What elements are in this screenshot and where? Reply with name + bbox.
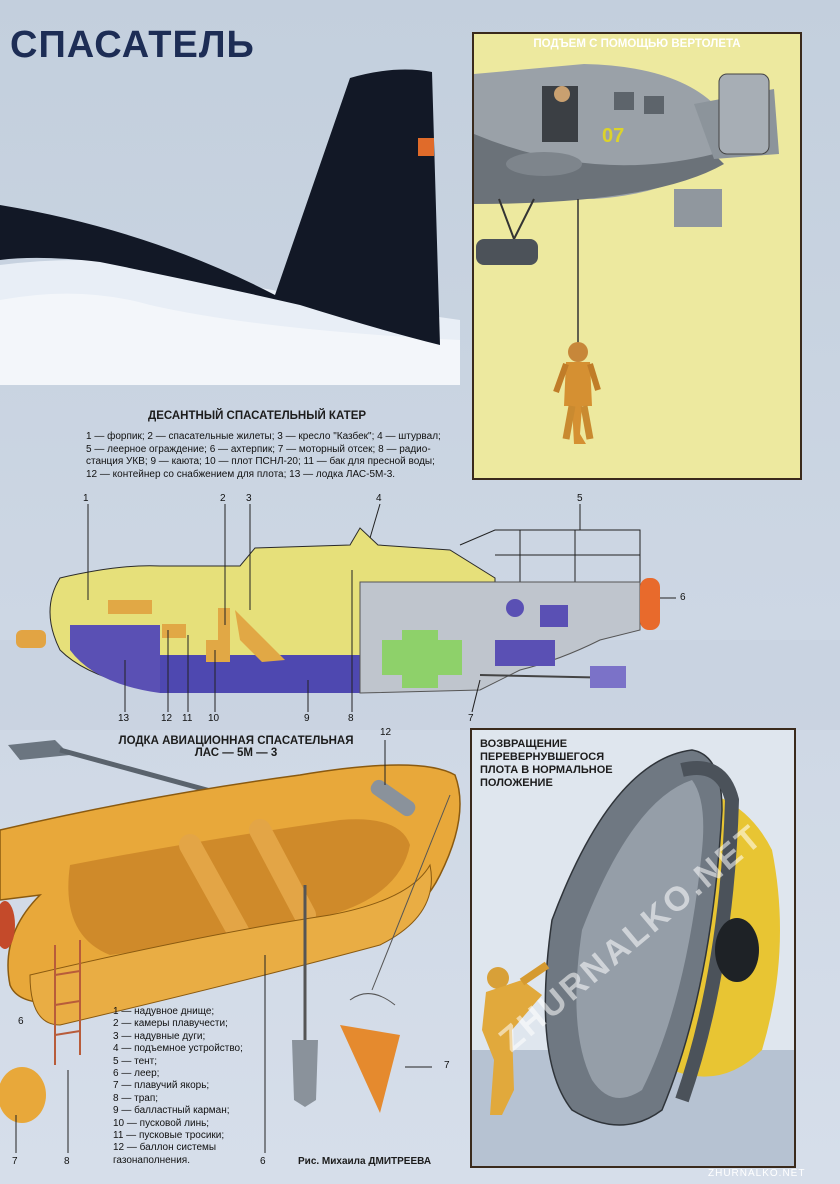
boat-legend-line: 5 — леерное ограждение; 6 — ахтерпик; 7 … <box>86 443 431 455</box>
raft-legend-line: 8 — трап; <box>113 1092 159 1104</box>
raft-legend-line: 11 — пусковые тросики; <box>113 1130 225 1142</box>
return-caption-line: ПЛОТА В НОРМАЛЬНОЕ <box>480 764 613 776</box>
raft-legend: 1 — надувное днище; 2 — камеры плавучест… <box>113 1006 243 1167</box>
return-caption-line: ПЕРЕВЕРНУВШЕГОСЯ <box>480 751 605 763</box>
raft-caption: ЛОДКА АВИАЦИОННАЯ СПАСАТЕЛЬНАЯ ЛАС — 5М … <box>116 735 356 759</box>
return-caption-line: ПОЛОЖЕНИЕ <box>480 777 553 789</box>
raft-legend-line: 10 — пусковой линь; <box>113 1117 210 1129</box>
illustration-credit: Рис. Михаила ДМИТРЕЕВА <box>298 1156 432 1167</box>
raft-legend-line: газонаполнения. <box>113 1154 190 1166</box>
boat-callout-1: 1 <box>83 493 89 504</box>
return-caption-line: ВОЗВРАЩЕНИЕ <box>480 738 568 750</box>
boat-callout-5: 5 <box>577 493 583 504</box>
boat-legend-line: станция УКВ; 9 — каюта; 10 — плот ПСНЛ-2… <box>86 456 435 468</box>
boat-cross-section <box>16 503 676 713</box>
return-caption: ВОЗВРАЩЕНИЕ ПЕРЕВЕРНУВШЕГОСЯ ПЛОТА В НОР… <box>480 738 613 790</box>
raft-legend-line: 4 — подъемное устройство; <box>113 1043 243 1055</box>
boat-callout-11: 11 <box>182 713 193 724</box>
raft-callout-8: 8 <box>64 1156 70 1167</box>
return-panel: ВОЗВРАЩЕНИЕ ПЕРЕВЕРНУВШЕГОСЯ ПЛОТА В НОР… <box>470 728 796 1168</box>
helicopter-panel: 07 ПОДЪЕМ С ПОМОЩЬЮ ВЕРТОЛЕТА <box>472 32 802 480</box>
boat-callout-7: 7 <box>468 713 474 724</box>
raft-illustration <box>0 740 461 1153</box>
helicopter-caption: ПОДЪЕМ С ПОМОЩЬЮ ВЕРТОЛЕТА <box>533 38 741 50</box>
page-title: СПАСАТЕЛЬ <box>10 24 255 66</box>
footer-watermark: ZHURNALKO.NET <box>708 1168 806 1179</box>
raft-caption-line: ЛАС — 5М — 3 <box>194 747 278 759</box>
boat-legend-line: 1 — форпик; 2 — спасательные жилеты; 3 —… <box>86 431 441 442</box>
raft-legend-line: 5 — тент; <box>113 1055 158 1067</box>
tail-number: 07 <box>602 125 624 147</box>
helicopter-illustration: 07 <box>474 64 779 444</box>
raft-legend-line: 3 — надувные дуги; <box>113 1030 206 1042</box>
boat-legend: 1 — форпик; 2 — спасательные жилеты; 3 —… <box>86 431 441 481</box>
raft-caption-line: ЛОДКА АВИАЦИОННАЯ СПАСАТЕЛЬНАЯ <box>118 735 354 747</box>
raft-legend-line: 9 — балластный карман; <box>113 1105 230 1117</box>
boat-callout-12: 12 <box>161 713 173 724</box>
boat-caption: ДЕСАНТНЫЙ СПАСАТЕЛЬНЫЙ КАТЕР <box>148 410 367 422</box>
capsized-raft-illustration <box>472 749 794 1166</box>
raft-legend-line: 12 — баллон системы <box>113 1142 217 1154</box>
boat-callout-9: 9 <box>304 713 310 724</box>
boat-callout-4: 4 <box>376 493 382 504</box>
boat-callout-8: 8 <box>348 713 354 724</box>
boat-callout-6: 6 <box>680 592 686 603</box>
raft-legend-line: 1 — надувное днище; <box>113 1006 215 1017</box>
raft-callout-6-bottom: 6 <box>260 1156 266 1167</box>
raft-callout-7-bottom: 7 <box>12 1156 18 1167</box>
boat-callout-13: 13 <box>118 713 130 724</box>
boat-legend-line: 12 — контейнер со снабжением для плота; … <box>86 468 396 480</box>
boat-callout-10: 10 <box>208 713 220 724</box>
raft-legend-line: 7 — плавучий якорь; <box>113 1080 210 1092</box>
raft-callout-7-anchor: 7 <box>444 1060 450 1071</box>
raft-legend-line: 6 — леер; <box>113 1068 160 1080</box>
raft-callout-6: 6 <box>18 1016 24 1027</box>
boat-callout-2: 2 <box>220 493 226 504</box>
raft-legend-line: 2 — камеры плавучести; <box>113 1018 228 1030</box>
boat-callout-3: 3 <box>246 493 252 504</box>
raft-callout-12: 12 <box>380 727 392 738</box>
